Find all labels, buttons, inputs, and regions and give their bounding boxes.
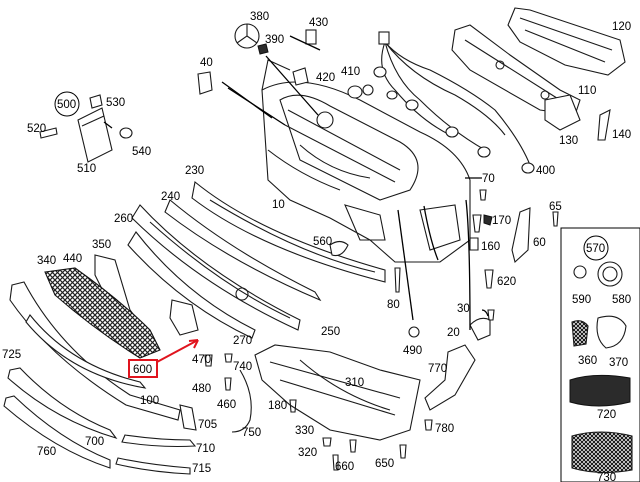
callout-570: 570	[586, 243, 605, 255]
callout-10: 10	[272, 199, 285, 211]
callout-600: 600	[133, 364, 152, 376]
callout-labels: 10 20 30 40 60 65 70 80 100 110 120 130 …	[2, 11, 631, 482]
trim-750	[231, 369, 252, 433]
star-emblem	[234, 23, 269, 55]
callout-240: 240	[161, 191, 180, 203]
callout-730: 730	[597, 472, 616, 482]
callout-70: 70	[482, 173, 495, 185]
callout-470: 470	[192, 354, 211, 366]
callout-500-ring	[54, 91, 80, 117]
callout-720: 720	[597, 409, 616, 421]
lower-spoiler	[3, 281, 197, 475]
callout-480: 480	[192, 383, 211, 395]
callout-560: 560	[313, 236, 332, 248]
callout-250: 250	[321, 326, 340, 338]
callout-40: 40	[200, 57, 213, 69]
callout-270: 270	[233, 335, 252, 347]
callout-660: 660	[335, 461, 354, 473]
callout-420: 420	[316, 72, 335, 84]
callout-770: 770	[428, 363, 447, 375]
callout-390: 390	[265, 34, 284, 46]
callout-330: 330	[295, 425, 314, 437]
callout-65: 65	[549, 201, 562, 213]
callout-360: 360	[578, 355, 597, 367]
callout-650: 650	[375, 458, 394, 470]
highlighted-callout-600	[128, 339, 199, 378]
callout-440: 440	[63, 253, 82, 265]
callout-590: 590	[572, 294, 591, 306]
bracket-40	[197, 71, 213, 95]
callout-725: 725	[2, 349, 21, 361]
upper-bracket	[451, 7, 626, 131]
callout-500: 500	[57, 99, 76, 111]
callout-30: 30	[457, 303, 470, 315]
callout-740: 740	[233, 361, 252, 373]
callout-320: 320	[298, 447, 317, 459]
inset-panel	[560, 227, 640, 482]
callout-120: 120	[612, 21, 631, 33]
callout-410: 410	[341, 66, 360, 78]
callout-430: 430	[309, 17, 328, 29]
callout-310: 310	[345, 377, 364, 389]
callout-380: 380	[250, 11, 269, 23]
fasteners	[204, 189, 559, 471]
callout-520: 520	[27, 123, 46, 135]
sensor-clips	[292, 29, 374, 99]
wiring-harness	[373, 31, 535, 174]
callout-400: 400	[536, 165, 555, 177]
callout-100: 100	[140, 395, 159, 407]
trim-strips	[127, 180, 386, 339]
callout-80: 80	[387, 299, 400, 311]
callout-510: 510	[77, 163, 96, 175]
callout-140: 140	[612, 129, 631, 141]
callout-130: 130	[559, 135, 578, 147]
callout-490: 490	[403, 345, 422, 357]
callout-760: 760	[37, 446, 56, 458]
callout-620: 620	[497, 276, 516, 288]
callout-160: 160	[481, 241, 500, 253]
leader-lines	[103, 35, 489, 331]
callout-350: 350	[92, 239, 111, 251]
callout-260: 260	[114, 213, 133, 225]
callout-180: 180	[268, 400, 287, 412]
callout-705: 705	[198, 419, 217, 431]
callout-60: 60	[533, 237, 546, 249]
callout-110: 110	[578, 85, 596, 97]
lower-mesh-grille	[44, 267, 199, 359]
callout-370: 370	[609, 357, 628, 369]
callout-580: 580	[612, 294, 631, 306]
callout-710: 710	[196, 443, 215, 455]
callout-530: 530	[106, 97, 125, 109]
side-bracket-770	[424, 344, 476, 411]
callout-750: 750	[242, 427, 261, 439]
license-plate-mount	[39, 94, 133, 163]
side-bracket-60	[511, 207, 531, 264]
callout-230: 230	[185, 165, 204, 177]
underbody-panel	[254, 344, 421, 441]
callout-460: 460	[217, 399, 236, 411]
callout-700: 700	[85, 436, 104, 448]
callout-570-ring	[583, 235, 609, 261]
callout-540: 540	[132, 146, 151, 158]
callout-715: 715	[192, 463, 211, 475]
callout-340: 340	[37, 255, 56, 267]
callout-170: 170	[492, 215, 511, 227]
callout-780: 780	[435, 423, 454, 435]
side-bracket-140	[597, 109, 611, 141]
callout-20: 20	[447, 327, 460, 339]
